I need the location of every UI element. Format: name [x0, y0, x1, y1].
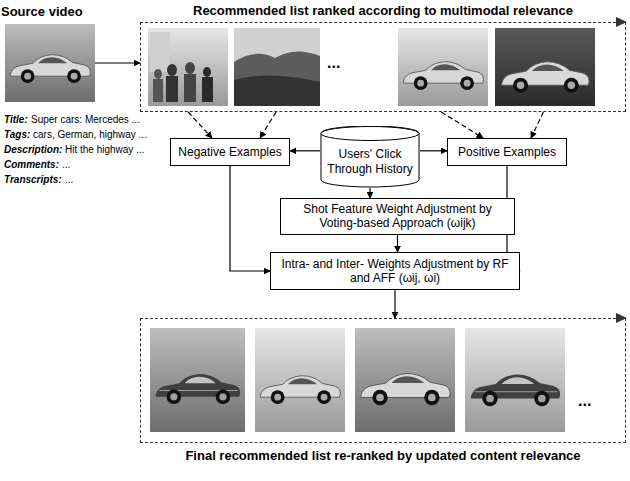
metadata-value: ...: [65, 174, 73, 185]
node-text: Negative Examples: [178, 145, 281, 159]
metadata-field: Description:: [4, 144, 62, 155]
cylinder-top: [321, 127, 419, 141]
car-photo: [465, 328, 565, 432]
car-photo: [150, 328, 245, 432]
car-photo: [398, 28, 488, 106]
metadata-field: Title:: [4, 114, 28, 125]
metadata-field: Tags:: [4, 129, 30, 140]
list-heading: Final recommended list re-ranked by upda…: [121, 448, 630, 463]
crowd-photo: [148, 28, 228, 106]
ellipsis: ...: [327, 54, 340, 72]
connector-arrow: [394, 290, 395, 318]
metadata-field: Comments:: [4, 159, 59, 170]
process-box: Intra- and Inter- Weights Adjustment by …: [270, 252, 520, 290]
metadata-value: Hit the highway ...: [65, 144, 144, 155]
connector-arrow: [290, 150, 320, 151]
list-heading: Recommended list ranked according to mul…: [121, 3, 630, 18]
node-text: Users' Click Through History: [326, 147, 414, 176]
metadata-field: Transcripts:: [4, 174, 62, 185]
metadata-value: cars, German, highway ...: [33, 129, 147, 140]
source-video-frame: Source video: [5, 24, 95, 102]
connector-arrow: [260, 112, 276, 138]
database-cylinder: Users' Click Through History: [320, 126, 420, 188]
connector-arrow: [230, 166, 270, 271]
metadata-value: Super cars: Mercedes ...: [31, 114, 140, 125]
connector-arrow: [397, 235, 398, 252]
car-photo: [355, 328, 455, 432]
node-text: Positive Examples: [458, 145, 556, 159]
process-box: Positive Examples: [447, 138, 567, 166]
connector-arrow: [531, 112, 543, 138]
connector-arrow: [369, 188, 370, 198]
connector-arrow: [95, 62, 140, 63]
node-text: Shot Feature Weight Adjustment by Voting…: [287, 202, 508, 231]
process-box: Shot Feature Weight Adjustment by Voting…: [280, 198, 515, 235]
list-heading: Source video: [1, 4, 83, 19]
ranked-list-box: Final recommended list re-ranked by upda…: [140, 318, 626, 443]
connector-arrow: [441, 112, 483, 138]
process-box: Negative Examples: [170, 138, 290, 166]
metadata-value: ...: [62, 159, 70, 170]
node-text: Intra- and Inter- Weights Adjustment by …: [277, 257, 513, 286]
landscape-photo: [234, 28, 320, 106]
car-photo: [255, 328, 345, 432]
ellipsis: ...: [578, 392, 591, 410]
cylinder-body: [321, 126, 419, 187]
connector-arrow: [188, 112, 212, 138]
connector-arrow: [420, 150, 447, 151]
car-photo: [495, 28, 595, 106]
source-photo: [5, 24, 95, 102]
ranked-list-box: Recommended list ranked according to mul…: [140, 22, 626, 112]
